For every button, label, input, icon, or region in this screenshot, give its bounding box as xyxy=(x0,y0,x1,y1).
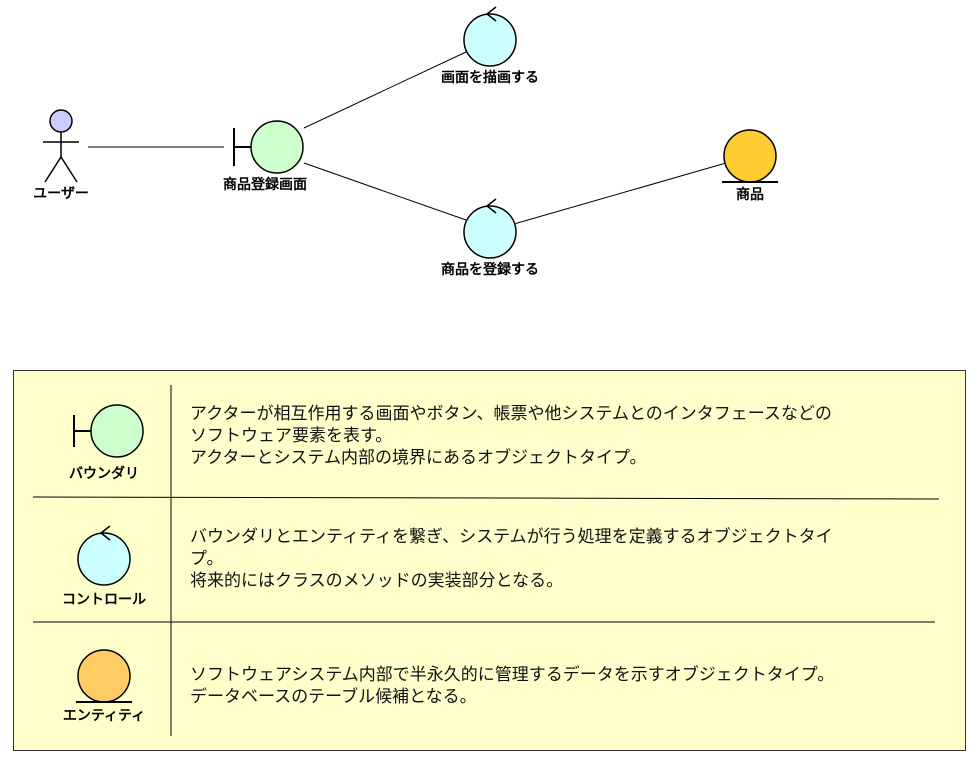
control-register-icon[interactable] xyxy=(463,198,517,259)
entity-label: 商品 xyxy=(736,186,764,203)
legend-graphics xyxy=(32,385,940,736)
legend-entity-icon xyxy=(76,649,132,703)
description-line: プ。 xyxy=(190,549,224,569)
description-line: アクターが相互作用する画面やボタン、帳票や他システムとのインタフェースなどの xyxy=(190,404,832,424)
entity-icon[interactable] xyxy=(722,129,778,183)
description-line: アクターとシステム内部の境界にあるオブジェクトタイプ。 xyxy=(190,448,647,468)
legend-control-description: バウンダリとエンティティを繋ぎ、システムが行う処理を定義するオブジェクトタイ プ… xyxy=(190,526,930,592)
legend-boundary-title: バウンダリ xyxy=(69,466,139,482)
control-draw-icon[interactable] xyxy=(463,6,517,67)
description-line: ソフトウェア要素を表す。 xyxy=(190,426,393,446)
boundary-icon[interactable] xyxy=(233,120,304,174)
legend-boundary-description: アクターが相互作用する画面やボタン、帳票や他システムとのインタフェースなどの ソ… xyxy=(190,403,930,469)
legend-row-separator xyxy=(32,496,940,500)
boundary-label: 商品登録画面 xyxy=(223,176,307,193)
description-line: バウンダリとエンティティを繋ぎ、システムが行う処理を定義するオブジェクトタイ xyxy=(190,527,833,547)
link-register-entity xyxy=(513,162,727,225)
legend-entity-title: エンティティ xyxy=(62,708,146,724)
actor-user-label: ユーザー xyxy=(33,186,89,202)
description-line: データベースのテーブル候補となる。 xyxy=(190,687,477,707)
legend-boundary-icon xyxy=(73,404,144,458)
description-line: 将来的にはクラスのメソッドの実装部分となる。 xyxy=(190,571,564,591)
link-boundary-register xyxy=(303,162,467,221)
description-line: ソフトウェアシステム内部で半永久的に管理するデータを示すオブジェクトタイプ。 xyxy=(190,665,835,685)
actor-user-icon[interactable] xyxy=(43,109,79,183)
legend-control-icon xyxy=(77,525,131,586)
legend-panel: バウンダリ コントロール エンティティ アクターが相互作用する画面やボタン、帳票… xyxy=(13,370,966,751)
control-register-label: 商品を登録する xyxy=(441,261,539,278)
legend-entity-description: ソフトウェアシステム内部で半永久的に管理するデータを示すオブジェクトタイプ。 デ… xyxy=(190,664,930,708)
legend-control-title: コントロール xyxy=(62,592,146,608)
robustness-diagram: ユーザー 商品登録画面 画面を描画する 商品を登録する 商品 xyxy=(33,6,778,278)
link-boundary-draw xyxy=(303,51,467,129)
control-draw-label: 画面を描画する xyxy=(441,69,539,86)
